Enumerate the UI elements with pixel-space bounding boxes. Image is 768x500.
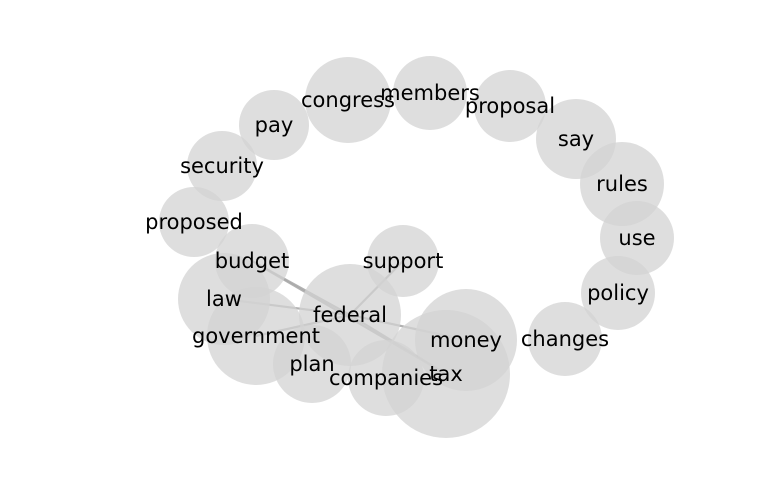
node-circle-changes [528,302,602,376]
node-label-proposal: proposal [465,94,555,118]
node-label-members: members [380,81,480,105]
node-label-pay: pay [255,113,294,137]
node-label-rules: rules [596,172,648,196]
node-circle-congress [305,57,391,143]
node-label-plan: plan [289,352,334,376]
node-circle-tax [382,310,510,438]
node-circle-policy [581,256,655,330]
node-label-companies: companies [329,366,443,390]
node-label-say: say [558,127,594,151]
node-label-tax: tax [429,362,463,386]
node-label-use: use [618,226,655,250]
node-circle-security [187,131,257,201]
node-label-security: security [180,154,264,178]
node-label-money: money [430,328,502,352]
node-label-support: support [363,249,444,273]
node-circle-proposed [159,187,229,257]
node-label-policy: policy [587,281,649,305]
node-label-budget: budget [215,249,289,273]
node-circle-pay [239,90,309,160]
node-label-congress: congress [301,88,395,112]
node-label-law: law [206,287,242,311]
node-circle-plan [273,325,351,403]
node-circle-proposal [474,70,546,142]
node-label-changes: changes [521,327,609,351]
node-circle-layer [159,56,674,438]
node-circle-members [393,56,467,130]
node-label-government: government [192,324,320,348]
node-label-federal: federal [313,303,387,327]
node-label-proposed: proposed [145,210,243,234]
